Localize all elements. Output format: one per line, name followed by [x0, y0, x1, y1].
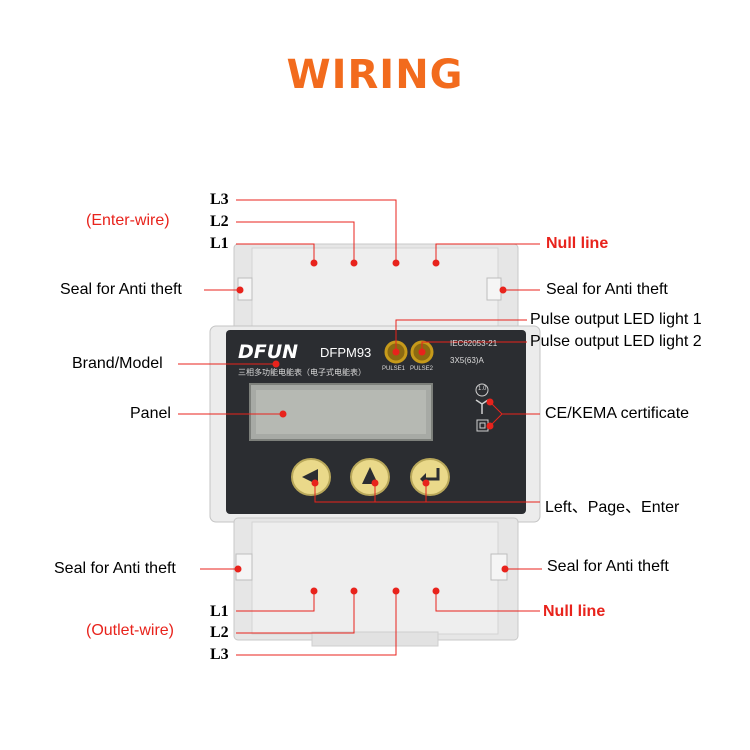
enter-wire-label: (Enter-wire) — [86, 212, 170, 229]
top-l2-label: L2 — [210, 213, 229, 230]
class-mark-text: 1.0 — [478, 386, 487, 392]
buttons-label: Left、Page、Enter — [545, 499, 680, 516]
device-rating: 3X5(63)A — [450, 356, 484, 365]
top-left-seal-label: Seal for Anti theft — [60, 281, 182, 298]
bottom-right-seal-label: Seal for Anti theft — [547, 558, 669, 575]
device-model: DFPM93 — [320, 345, 372, 360]
brand-model-label: Brand/Model — [72, 355, 163, 372]
panel-label: Panel — [130, 405, 171, 422]
page-title: WIRING — [286, 52, 464, 98]
annotation-dots — [234, 259, 509, 595]
bottom-l3-label: L3 — [210, 646, 229, 663]
bottom-l2-label: L2 — [210, 624, 229, 641]
top-l3-label: L3 — [210, 191, 229, 208]
bottom-left-seal-label: Seal for Anti theft — [54, 560, 176, 577]
device-brand-logo: DFUN — [238, 341, 299, 363]
top-right-seal-label: Seal for Anti theft — [546, 281, 668, 298]
pulse2-print: PULSE2 — [410, 366, 434, 372]
enter-button — [410, 458, 450, 496]
seal-slot-top-right — [486, 277, 502, 301]
top-null-line-label: Null line — [546, 235, 609, 252]
certificate-label: CE/KEMA certificate — [545, 405, 690, 422]
pulse1-label: Pulse output LED light 1 — [530, 311, 702, 328]
page-button — [350, 458, 390, 496]
meter-symbol-icon — [475, 399, 489, 414]
outlet-wire-label: (Outlet-wire) — [86, 622, 175, 639]
left-button — [291, 458, 331, 496]
pulse1-print: PULSE1 — [382, 366, 406, 372]
device-chinese-description: 三相多功能电能表（电子式电能表） — [238, 368, 366, 377]
bottom-null-line-label: Null line — [543, 603, 606, 620]
class-mark-icon — [475, 383, 489, 397]
bottom-l1-label: L1 — [210, 603, 229, 620]
top-l1-label: L1 — [210, 235, 229, 252]
pulse2-label: Pulse output LED light 2 — [530, 333, 702, 350]
device-standard: IEC62053-21 — [450, 339, 498, 348]
